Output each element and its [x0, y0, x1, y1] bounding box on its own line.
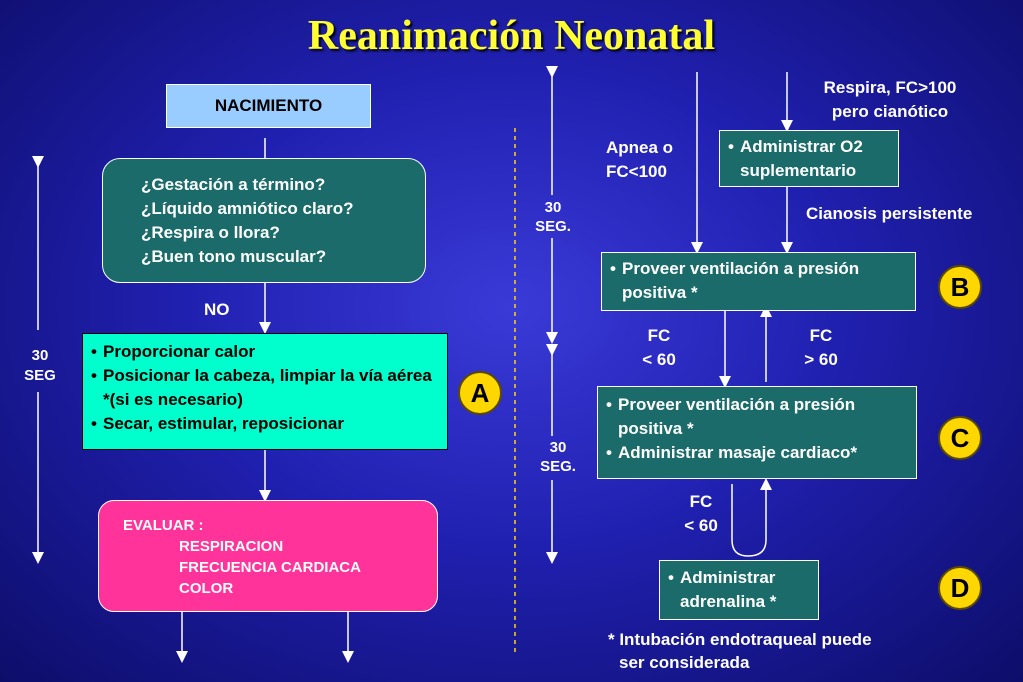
respira-line: Respira, FC>100: [823, 78, 957, 97]
evaluar-item: FRECUENCIA CARDIACA: [179, 559, 361, 576]
apnea-label: Apnea o FC<100: [606, 136, 673, 184]
question-item: ¿Buen tono muscular?: [141, 247, 327, 266]
o2-item: Administrar O2 suplementario: [728, 135, 890, 183]
step-c-item: Administrar masaje cardiaco*: [606, 441, 908, 465]
timer-value: 30: [549, 439, 567, 456]
page-title: Reanimación Neonatal: [307, 13, 716, 59]
step-b-item: Proveer ventilación a presión positiva *: [610, 257, 907, 305]
timer-value: 30: [31, 347, 49, 364]
respira-label: Respira, FC>100 pero cianótico: [790, 76, 990, 124]
footnote-line: * Intubación endotraqueal puede: [608, 630, 872, 649]
evaluar-item: COLOR: [179, 580, 234, 597]
evaluar-box: EVALUAR : RESPIRACION FRECUENCIA CARDIAC…: [98, 500, 438, 612]
step-d-item: Administrar adrenalina *: [668, 566, 810, 614]
footnote: * Intubación endotraqueal puede ser cons…: [608, 628, 872, 674]
respira-line: pero cianótico: [831, 102, 949, 121]
timer-label-right-1: 30 SEG.: [530, 198, 576, 236]
timer-label-left: 30 SEG: [18, 346, 62, 386]
nacimiento-box: NACIMIENTO: [166, 84, 371, 128]
apnea-line: FC<100: [606, 162, 667, 181]
step-a-item: Posicionar la cabeza, limpiar la vía aér…: [91, 364, 439, 412]
evaluar-heading: EVALUAR :: [123, 517, 204, 534]
timer-label-right-2: 30 SEG.: [530, 438, 586, 476]
question-item: ¿Respira o llora?: [141, 223, 280, 242]
fc-lt60-label: FC < 60: [630, 324, 688, 372]
fc-gt60-label: FC > 60: [792, 324, 850, 372]
fc-line: FC: [689, 492, 713, 511]
loop-c-to-d: [731, 478, 772, 557]
timer-unit: SEG.: [535, 218, 571, 235]
step-b-box: Proveer ventilación a presión positiva *: [601, 252, 916, 311]
fc-line: < 60: [684, 516, 718, 535]
fc-line: FC: [809, 326, 833, 345]
questions-box: ¿Gestación a término? ¿Líquido amniótico…: [102, 158, 426, 283]
cianosis-label: Cianosis persistente: [806, 204, 973, 223]
fc-line: FC: [647, 326, 671, 345]
badge-c: C: [938, 416, 982, 460]
step-c-box: Proveer ventilación a presión positiva *…: [597, 386, 917, 479]
question-item: ¿Gestación a término?: [141, 175, 326, 194]
step-d-box: Administrar adrenalina *: [659, 560, 819, 620]
o2-box: Administrar O2 suplementario: [719, 130, 899, 187]
fc-lt60-label-2: FC < 60: [672, 490, 730, 538]
nacimiento-label: NACIMIENTO: [214, 96, 323, 115]
no-label: NO: [204, 300, 230, 319]
timer-unit: SEG.: [540, 458, 576, 475]
footnote-line: ser considerada: [619, 653, 750, 672]
step-a-item: Proporcionar calor: [91, 340, 439, 364]
step-a-item: Secar, estimular, reposicionar: [91, 412, 439, 436]
step-c-item: Proveer ventilación a presión positiva *: [606, 393, 908, 441]
timer-unit: SEG: [24, 367, 56, 384]
badge-d: D: [938, 566, 982, 610]
fc-line: > 60: [804, 350, 838, 369]
apnea-line: Apnea o: [606, 138, 674, 157]
evaluar-item: RESPIRACION: [179, 538, 284, 555]
timer-value: 30: [544, 199, 562, 216]
badge-b: B: [938, 265, 982, 309]
step-a-box: Proporcionar calor Posicionar la cabeza,…: [82, 333, 448, 450]
badge-a: A: [458, 371, 502, 415]
fc-line: < 60: [642, 350, 676, 369]
question-item: ¿Líquido amniótico claro?: [141, 199, 354, 218]
